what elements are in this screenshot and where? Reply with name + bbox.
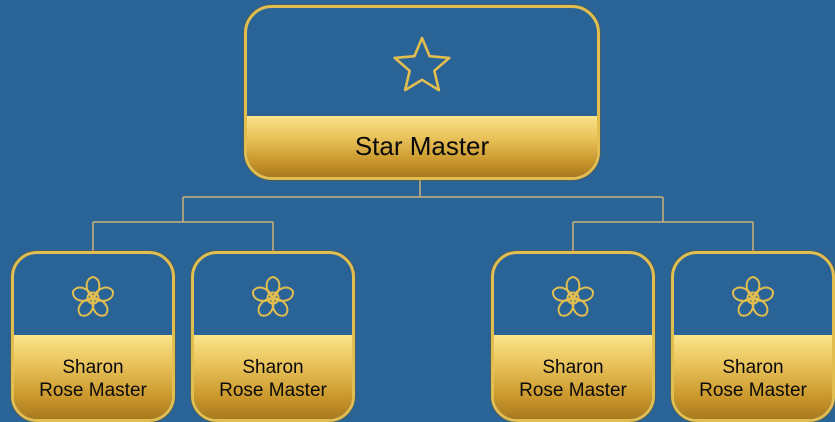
child-label-line1: Sharon bbox=[722, 357, 784, 379]
child-label-line1: Sharon bbox=[542, 357, 604, 379]
child-node: Sharon Rose Master bbox=[491, 251, 655, 422]
child-label-line2: Rose Master bbox=[519, 380, 627, 401]
root-node: Star Master bbox=[244, 5, 600, 180]
star-icon bbox=[393, 36, 451, 92]
child-label-line1: Sharon bbox=[62, 357, 124, 379]
child-node: Sharon Rose Master bbox=[11, 251, 175, 422]
child-label-line2: Rose Master bbox=[699, 380, 807, 401]
child-label-line2: Rose Master bbox=[39, 380, 147, 401]
child-label-line2: Rose Master bbox=[219, 380, 327, 401]
child-label-line1: Sharon bbox=[242, 357, 304, 379]
flower-icon bbox=[252, 275, 294, 317]
flower-icon bbox=[552, 275, 594, 317]
flower-icon bbox=[732, 275, 774, 317]
root-label: Star Master bbox=[354, 131, 490, 161]
child-node: Sharon Rose Master bbox=[191, 251, 355, 422]
flower-icon bbox=[72, 275, 114, 317]
child-node: Sharon Rose Master bbox=[671, 251, 835, 422]
